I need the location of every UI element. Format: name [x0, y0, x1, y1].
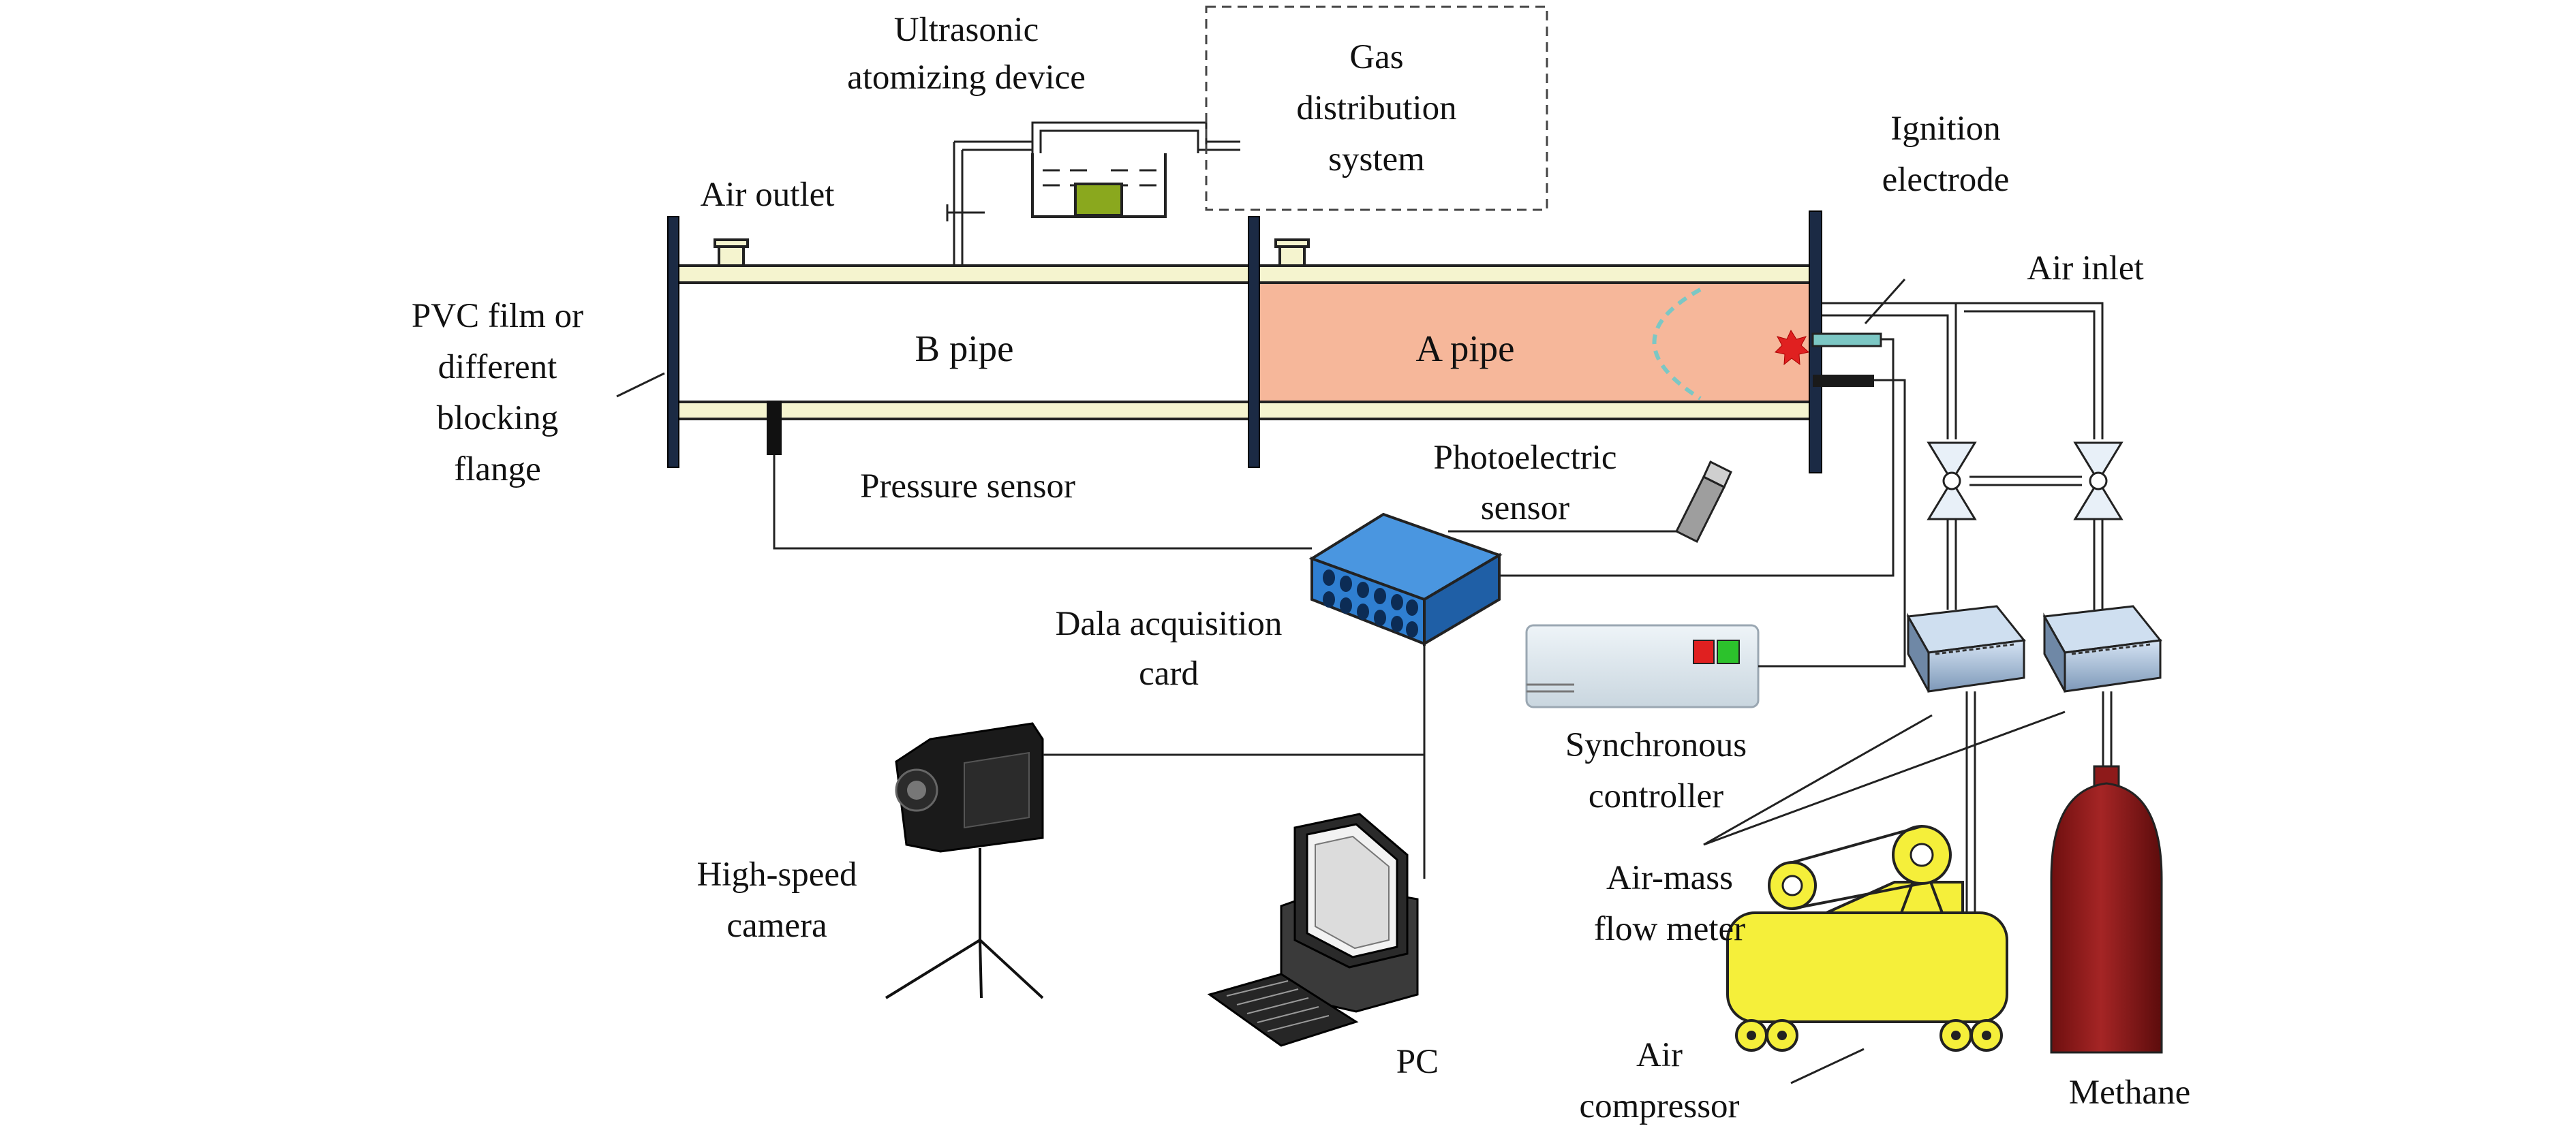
pc-workstation [1207, 813, 1419, 1047]
label-gas-line2: distribution [1296, 89, 1456, 127]
pipe-bottom-wall [673, 401, 1813, 420]
ignition-spark-icon [1774, 329, 1810, 366]
label-photoelectric-line1: Photoelectric [1433, 439, 1616, 477]
label-pc: PC [1396, 1043, 1439, 1081]
label-ultrasonic-line1: Ultrasonic [894, 11, 1039, 49]
air-outlet-valve-a [1274, 238, 1310, 267]
valve-methane [2073, 441, 2123, 520]
photoelectric-fitting [1813, 375, 1874, 387]
air-mass-flow-meter-2 [2042, 605, 2162, 693]
flame-front [1652, 287, 1702, 401]
label-pvc-line2: different [438, 348, 557, 386]
label-daq-line1: Dala acquisition [1056, 605, 1283, 643]
controller-red-led [1693, 640, 1715, 664]
signal-wires [773, 338, 1906, 879]
ultrasonic-atomizing-device [946, 121, 1240, 266]
atomizer-block [1074, 183, 1123, 217]
label-compressor-line1: Air [1636, 1036, 1683, 1074]
label-ultrasonic-line2: atomizing device [847, 59, 1086, 97]
label-ignition-line2: electrode [1882, 161, 2010, 199]
label-compressor-line2: compressor [1579, 1087, 1739, 1125]
label-camera-line2: camera [726, 907, 827, 945]
label-b-pipe: B pipe [915, 328, 1013, 369]
controller-green-led [1717, 640, 1740, 664]
air-compressor [1726, 825, 2008, 1052]
label-a-pipe: A pipe [1415, 328, 1514, 369]
label-flowmeter-line1: Air-mass [1606, 859, 1733, 897]
synchronous-controller [1525, 624, 1760, 708]
label-pvc-line1: PVC film or [412, 297, 583, 335]
gas-distribution-system-box [1205, 5, 1548, 211]
valve-air [1927, 441, 1977, 520]
photoelectric-sensor-device [1674, 460, 1732, 544]
label-daq-line2: card [1139, 655, 1199, 693]
left-flange [667, 216, 679, 468]
a-pipe-interior [1254, 283, 1811, 402]
air-inlet-piping [1840, 302, 2104, 610]
text-labels: Ultrasonic atomizing device Gas distribu… [412, 11, 2190, 1125]
label-air-inlet: Air inlet [2027, 249, 2143, 287]
leader-lines [616, 279, 2066, 1084]
ignition-electrode-rod [1811, 332, 1882, 347]
b-pipe-interior [675, 283, 1254, 402]
label-ignition-line1: Ignition [1890, 110, 2001, 148]
label-sync-line2: controller [1589, 777, 1723, 815]
label-camera-line1: High-speed [696, 856, 857, 894]
high-speed-camera-device [885, 722, 1044, 999]
label-pvc-line4: flange [454, 450, 540, 488]
label-gas-line3: system [1328, 140, 1425, 178]
data-acquisition-card [1308, 512, 1503, 646]
label-sync-line1: Synchronous [1565, 726, 1747, 764]
label-photoelectric-line2: sensor [1481, 489, 1569, 527]
label-gas-line1: Gas [1349, 38, 1403, 76]
methane-cylinder [2050, 765, 2163, 1054]
label-pressure-sensor: Pressure sensor [860, 467, 1075, 505]
pressure-sensor [767, 401, 782, 455]
pipe-assembly [667, 210, 1882, 473]
middle-flange [1248, 216, 1260, 468]
label-pvc-line3: blocking [437, 399, 558, 437]
pipe-top-wall [673, 264, 1813, 284]
air-outlet-valve-b [714, 238, 749, 267]
label-methane: Methane [2069, 1074, 2190, 1112]
label-air-outlet: Air outlet [701, 176, 835, 214]
air-mass-flow-meter-1 [1906, 605, 2026, 693]
label-flowmeter-line2: flow meter [1594, 910, 1745, 948]
